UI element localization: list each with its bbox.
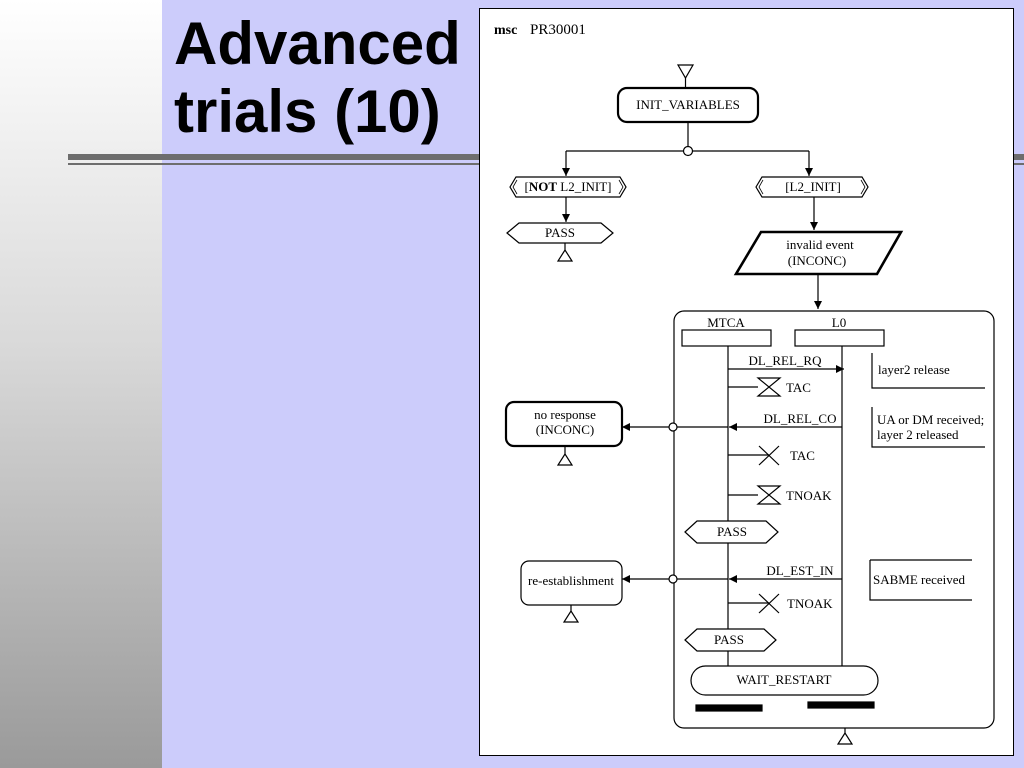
instance-head-mtca xyxy=(681,329,772,347)
inline-frame xyxy=(673,310,995,729)
guard-l2-label: [L2_INIT] xyxy=(785,179,841,194)
pass-mid-label: PASS xyxy=(717,524,747,539)
note-sabme-label: SABME received xyxy=(873,572,966,587)
no-response-box xyxy=(504,400,624,448)
slide-title: Advanced trials (10) xyxy=(174,10,461,146)
noresp-gate xyxy=(668,422,678,432)
instance-l0-label: L0 xyxy=(832,315,846,330)
timer-tac1-label: TAC xyxy=(786,380,811,395)
msc-diagram-panel: msc PR30001 INIT_VARIABLES [NOT L2_INIT]… xyxy=(479,8,1014,756)
no-response-line2: (INCONC) xyxy=(536,422,595,437)
wait-restart-label: WAIT_RESTART xyxy=(737,672,832,687)
instance-end-mtca xyxy=(695,704,763,712)
msc-diagram: msc PR30001 INIT_VARIABLES [NOT L2_INIT]… xyxy=(494,22,995,745)
note-ua-line1: UA or DM received; xyxy=(877,412,984,427)
guard-not-inner-right xyxy=(618,179,624,195)
timer-tnoak2-label: TNOAK xyxy=(787,596,833,611)
pass-top-stop-triangle xyxy=(556,248,574,262)
timer-tac1-symbol xyxy=(756,377,782,397)
left-gradient-strip xyxy=(0,0,162,768)
note-ua-line2: layer 2 released xyxy=(877,427,959,442)
invalid-event-box xyxy=(733,230,904,276)
invalid-event-line1: invalid event xyxy=(786,237,854,252)
timer-tnoak2-cross-b xyxy=(758,593,780,614)
end-stop-triangle xyxy=(836,731,854,745)
guard-l2-init xyxy=(755,176,869,198)
pass-top-box xyxy=(506,222,614,244)
msg-dl-rel-rq-label: DL_REL_RQ xyxy=(749,353,823,368)
slide-title-line1: Advanced xyxy=(174,10,461,77)
init-variables-label: INIT_VARIABLES xyxy=(636,97,740,112)
no-response-line1: no response xyxy=(534,407,596,422)
instance-head-l0 xyxy=(794,329,885,347)
guard-l2-inner-right xyxy=(860,179,866,195)
timer-tac2-label: TAC xyxy=(790,448,815,463)
instance-end-l0 xyxy=(807,701,875,709)
slide-title-line2: trials (10) xyxy=(174,78,441,145)
timer-tac2-cross-b xyxy=(758,445,780,466)
pass-top-label: PASS xyxy=(545,225,575,240)
noresp-stop-triangle xyxy=(556,452,574,466)
msg-dl-rel-co-label: DL_REL_CO xyxy=(764,411,837,426)
msc-name: PR30001 xyxy=(530,22,586,38)
timer-tnoak1-label: TNOAK xyxy=(786,488,832,503)
guard-not-label: [NOT L2_INIT] xyxy=(524,179,611,194)
pass-low-box xyxy=(684,628,777,652)
alt-point xyxy=(682,145,694,157)
note-layer2-bracket xyxy=(871,353,985,389)
start-triangle xyxy=(676,64,695,80)
guard-not-l2-init xyxy=(509,176,627,198)
wait-restart-box xyxy=(690,665,879,696)
msc-keyword: msc xyxy=(494,23,517,38)
timer-tnoak1-symbol xyxy=(756,485,782,505)
note-layer2-label: layer2 release xyxy=(878,362,950,377)
invalid-event-line2: (INCONC) xyxy=(788,253,847,268)
pass-low-label: PASS xyxy=(714,632,744,647)
msg-dl-est-in-label: DL_EST_IN xyxy=(766,563,834,578)
note-ua-bracket xyxy=(871,407,985,448)
reest-gate xyxy=(668,574,678,584)
pass-mid-box xyxy=(684,520,779,544)
guard-l2-inner-left xyxy=(758,179,764,195)
re-establishment-label: re-establishment xyxy=(528,573,614,588)
instance-mtca-label: MTCA xyxy=(707,315,745,330)
guard-not-inner-left xyxy=(512,179,518,195)
reest-stop-triangle xyxy=(562,609,580,623)
note-sabme-bracket xyxy=(869,560,972,601)
